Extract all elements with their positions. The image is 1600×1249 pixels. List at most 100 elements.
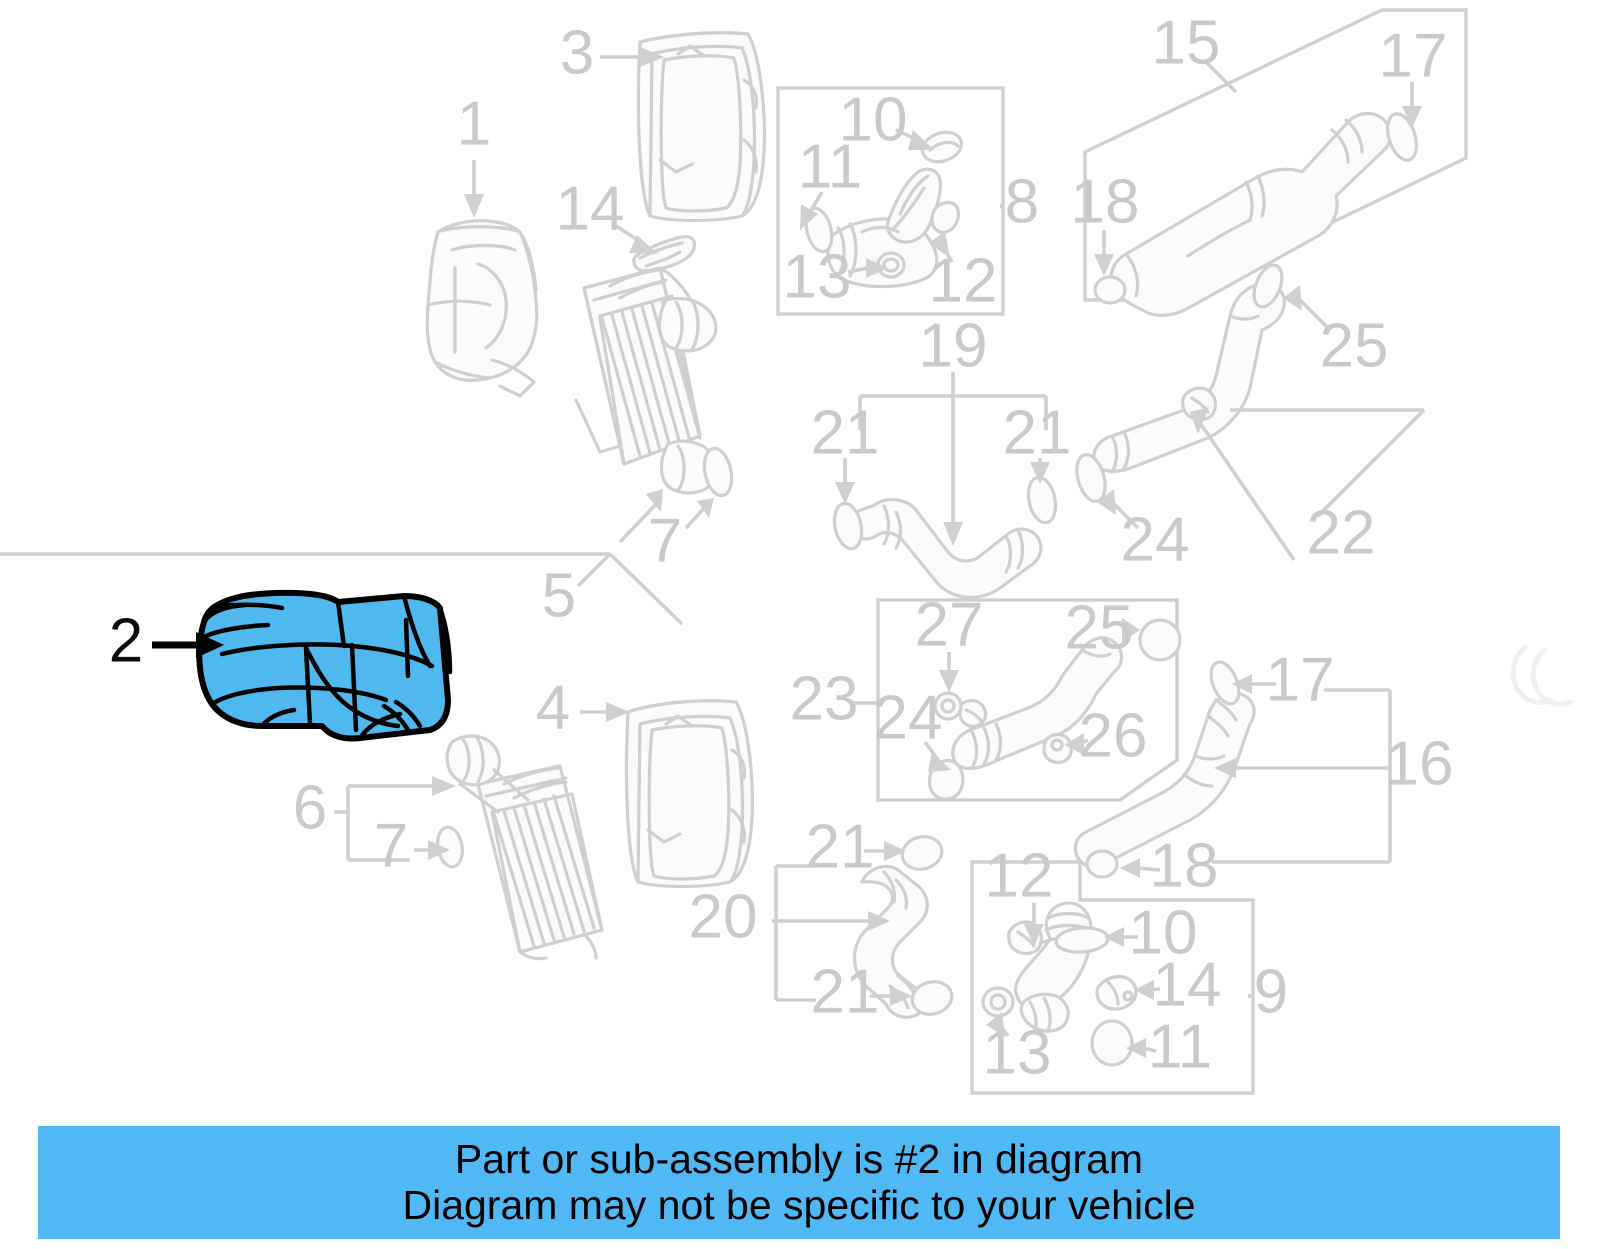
callout-labels: 1 3 14 10 11 13 12 8 15 17 18 25 19 21 2…: [109, 8, 1454, 1087]
callout-10-box9: 10: [1129, 898, 1198, 967]
arrow-14-box9: [1134, 980, 1154, 1000]
part-16-hose: [1073, 660, 1256, 879]
callout-11-box9: 11: [1148, 1012, 1212, 1081]
callout-11-box8: 11: [798, 132, 862, 201]
callout-4: 4: [536, 673, 570, 742]
arrow-5: [646, 489, 663, 512]
part-6-intercooler-lower: [436, 734, 604, 961]
callout-25-upper: 25: [1320, 311, 1389, 380]
arrow-27: [939, 670, 959, 692]
arrow-25-upper: [1283, 285, 1302, 311]
leader-5-arm: [618, 498, 662, 544]
callout-17-box15: 17: [1379, 21, 1448, 90]
callout-18-right: 18: [1150, 831, 1219, 900]
leader-22-arm: [1196, 418, 1296, 562]
callout-22: 22: [1307, 498, 1376, 567]
arrow-1: [464, 194, 484, 218]
bracket-6: [334, 784, 436, 862]
callout-10-box8: 10: [839, 85, 908, 154]
oring-7-upper: [702, 446, 734, 498]
part-4-fan-shroud-lower: [624, 699, 754, 889]
arrow-3: [640, 47, 664, 67]
bracket-20: [772, 864, 816, 1002]
leaders: [0, 47, 1426, 1058]
part-1-air-guide: [425, 219, 539, 398]
oring-21-top-bottom: [900, 835, 944, 871]
group-box-15: [1083, 8, 1468, 302]
arrow-11-box8: [800, 204, 818, 230]
callout-1: 1: [457, 89, 491, 158]
oring-18-right: [1085, 849, 1119, 879]
oring-17-right: [1209, 660, 1241, 706]
part-info-banner: Part or sub-assembly is #2 in diagram Di…: [38, 1126, 1560, 1239]
oring-13-box8: [876, 251, 906, 279]
part-19-hose-with-clamps: [832, 475, 1058, 599]
part-22-hose: [1075, 263, 1286, 503]
callout-13-box9: 13: [983, 1018, 1052, 1087]
part-14-clip: [632, 235, 697, 273]
arrow-13-box9: [986, 1012, 1005, 1037]
callout-24-upper: 24: [1121, 505, 1190, 574]
callout-21-b: 21: [1003, 398, 1072, 467]
callout-2-arrowhead: [196, 632, 224, 658]
callout-26: 26: [1079, 701, 1148, 770]
oring-24-upper: [1075, 453, 1107, 503]
part-13-box9: [981, 986, 1015, 1018]
oring-21-left: [832, 501, 864, 551]
arrow-22: [1190, 407, 1209, 434]
arrow-12-box9: [1024, 924, 1044, 946]
callout-21-a: 21: [811, 398, 880, 467]
arrow-14-upper: [629, 235, 658, 254]
arrow-21-bt: [884, 841, 906, 861]
part-25-box23: [1138, 618, 1182, 662]
arrow-11-box9: [1126, 1038, 1146, 1058]
callout-18-box15: 18: [1071, 167, 1140, 236]
callout-24-box23: 24: [874, 683, 943, 752]
callout-23: 23: [790, 664, 859, 733]
callout-7-lower: 7: [374, 811, 408, 880]
arrow-25-box23: [1122, 618, 1140, 642]
callout-13-box8: 13: [783, 242, 852, 311]
arrow-6: [432, 776, 456, 796]
callout-5: 5: [542, 561, 576, 630]
arrow-19: [943, 522, 963, 546]
arrow-17-right: [1232, 674, 1252, 694]
callout-8: 8: [1005, 167, 1039, 236]
part-2-air-duct-highlighted: [152, 589, 453, 742]
oring-17-box15: [1385, 112, 1419, 162]
arrow-20: [868, 911, 890, 931]
part-3-fan-shroud: [636, 31, 766, 223]
oring-21-right: [1026, 475, 1058, 525]
arrow-26: [1064, 733, 1084, 755]
group-box-8: [776, 86, 1005, 316]
arrow-10-box8: [908, 130, 934, 150]
bracket-22-path: [1230, 408, 1426, 518]
callout-2: 2: [109, 606, 143, 675]
group-box-23: [876, 598, 1179, 802]
intercooler-fins-lower: [492, 794, 596, 948]
watermark: [1510, 645, 1573, 707]
callout-20: 20: [689, 882, 758, 951]
leader-7-upper: [684, 504, 708, 530]
leader-15: [1204, 60, 1238, 94]
callout-6: 6: [293, 773, 327, 842]
arrow-7-lower: [428, 840, 450, 860]
oring-21-bottom-bottom: [910, 980, 954, 1016]
arrow-10-box9: [1104, 927, 1124, 947]
banner-line-1: Part or sub-assembly is #2 in diagram: [454, 1135, 1144, 1182]
arrow-16: [1214, 758, 1236, 778]
arrow-24-box23: [928, 752, 951, 772]
leader-13-box8: [847, 266, 869, 274]
clamp-10-box8: [920, 130, 964, 164]
arrow-17-box15: [1402, 106, 1422, 128]
arrow-18-box15: [1094, 254, 1114, 276]
box-15-contents-hose: [1093, 111, 1419, 317]
leader-11-box8: [808, 191, 824, 213]
oring-25-upper: [1252, 263, 1284, 309]
arrow-24-upper: [1097, 489, 1116, 515]
callout-3: 3: [560, 18, 594, 87]
callout-25-box23: 25: [1065, 593, 1134, 662]
arrow-7-upper: [697, 498, 714, 518]
